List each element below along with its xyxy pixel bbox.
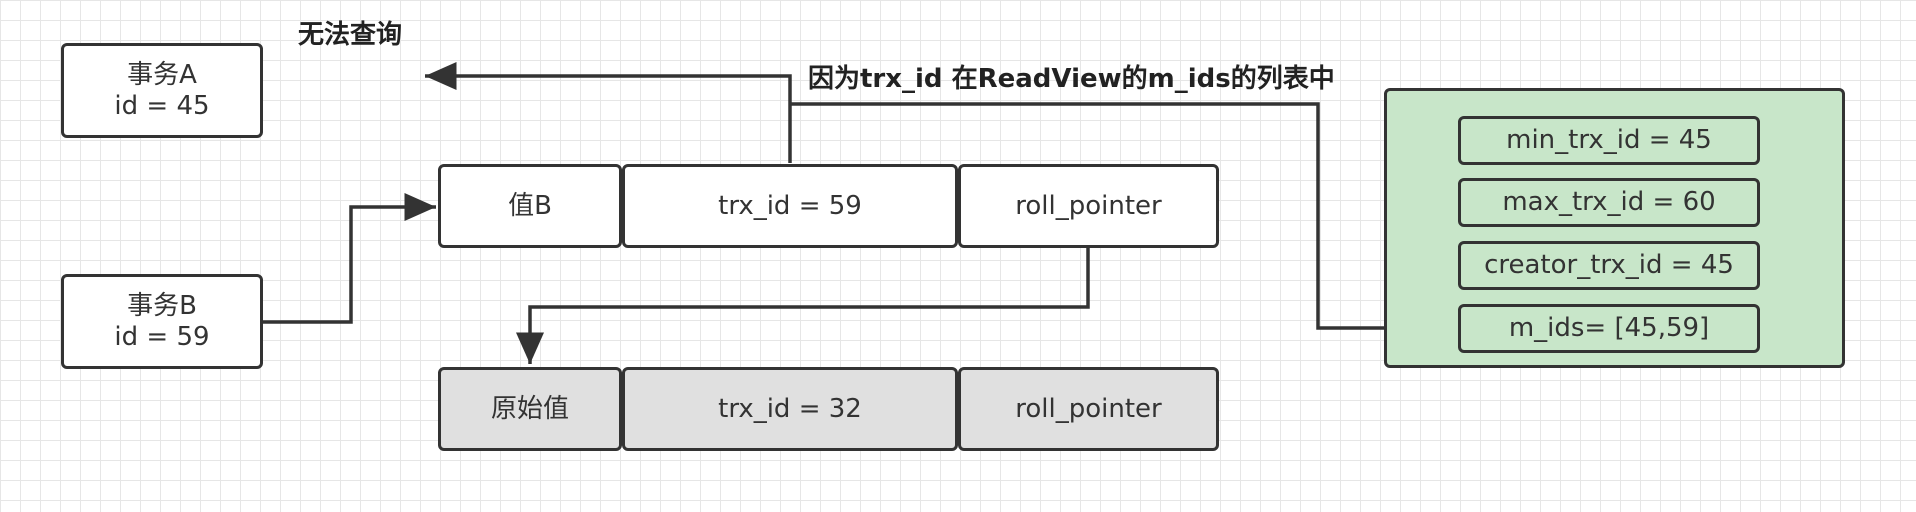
m-ids-field: m_ids= [45,59]: [1458, 304, 1760, 353]
max-trx-id-field: max_trx_id = 60: [1458, 178, 1760, 227]
arrow-b-to-value: [262, 193, 436, 324]
reason-label: 因为trx_id 在ReadView的m_ids的列表中: [808, 64, 1335, 94]
transaction-a-name: 事务A: [127, 59, 197, 90]
transaction-b-id: id = 59: [114, 321, 210, 352]
creator-trx-id-field: creator_trx_id = 45: [1458, 241, 1760, 290]
cannot-query-label: 无法查询: [298, 20, 403, 50]
transaction-a-id: id = 45: [114, 90, 210, 121]
min-trx-id-field: min_trx_id = 45: [1458, 116, 1760, 165]
original-roll-pointer-cell: roll_pointer: [958, 367, 1219, 451]
current-value-cell: 值B: [438, 164, 622, 248]
original-value-cell: 原始值: [438, 367, 622, 451]
current-roll-pointer-cell: roll_pointer: [958, 164, 1219, 248]
transaction-b: 事务B id = 59: [61, 274, 263, 369]
transaction-b-name: 事务B: [127, 290, 197, 321]
arrow-to-cannot-query: [425, 62, 792, 163]
original-trx-id-cell: trx_id = 32: [622, 367, 958, 451]
arrow-roll-pointer-to-original: [516, 248, 1090, 364]
current-trx-id-cell: trx_id = 59: [622, 164, 958, 248]
transaction-a: 事务A id = 45: [61, 43, 263, 138]
